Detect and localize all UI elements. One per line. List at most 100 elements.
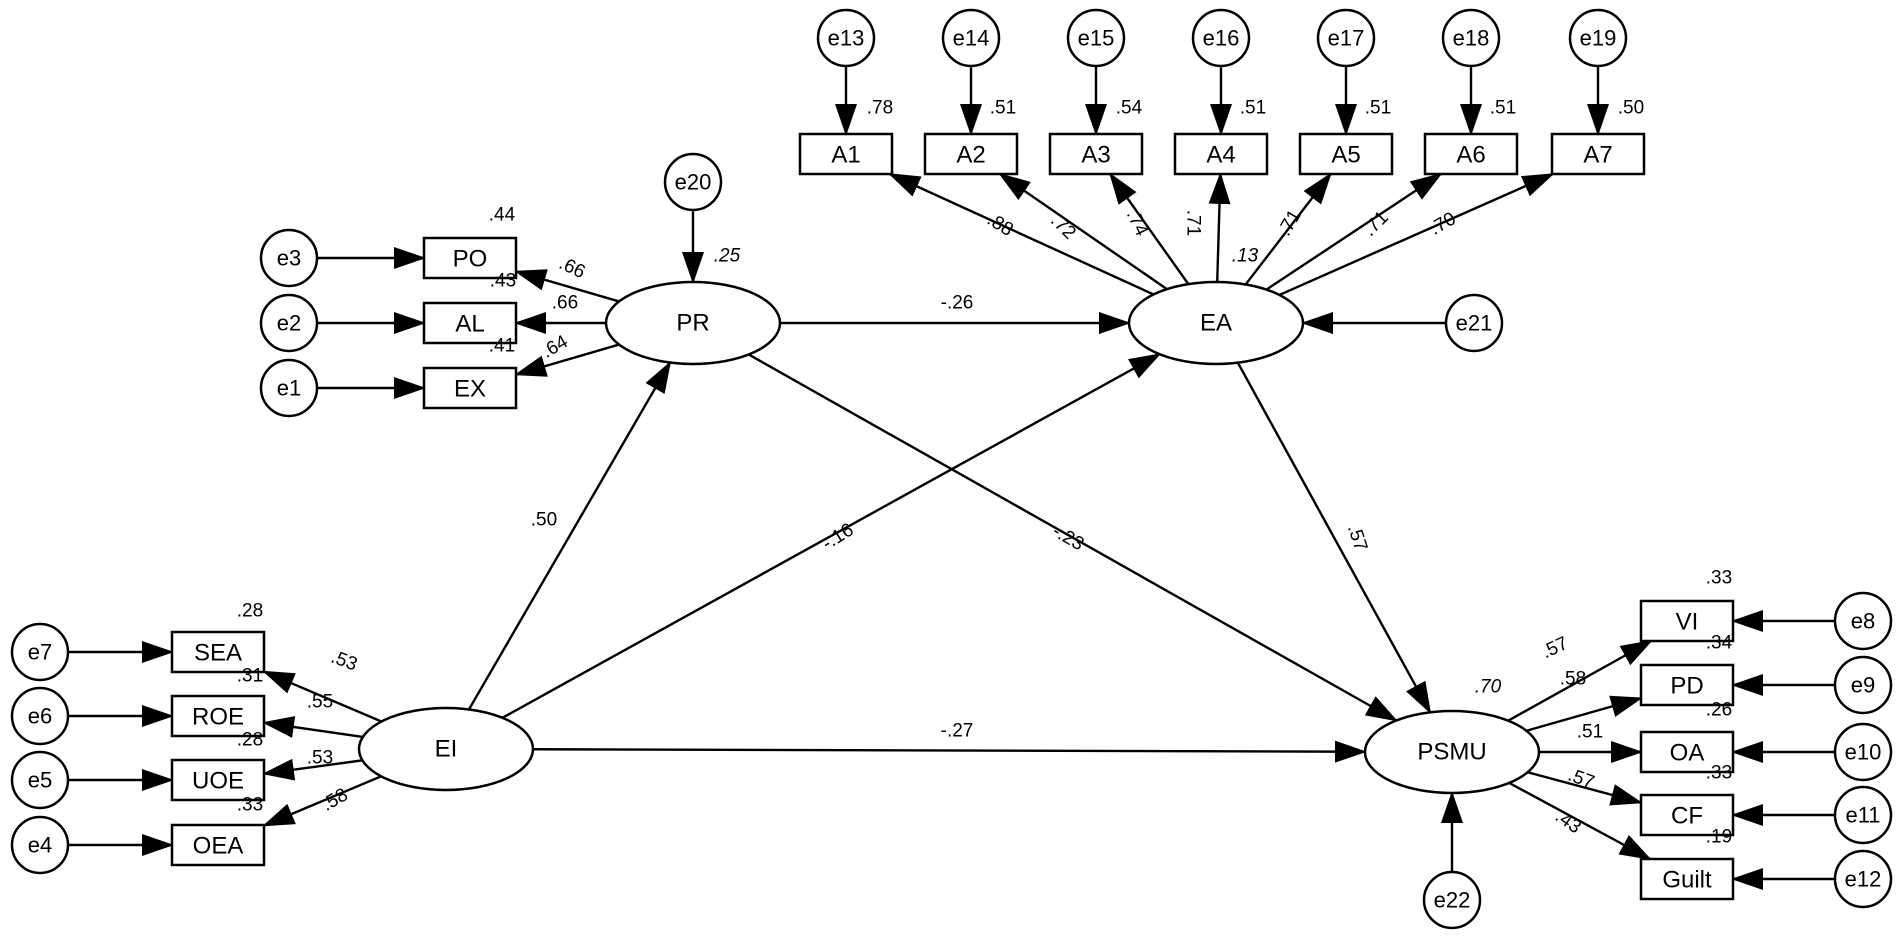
observed-a1: A1 xyxy=(798,132,894,176)
coef-ea-a4: .71 xyxy=(1183,210,1204,236)
coef-ei-pr: .50 xyxy=(531,510,557,531)
error-label: e10 xyxy=(1845,740,1882,765)
r2-value-ex: .41 xyxy=(489,336,515,357)
r2-value-pr: .25 xyxy=(714,246,741,267)
observed-al: AL xyxy=(422,301,518,345)
observed-box xyxy=(170,823,266,867)
path-arrow-ea-a3 xyxy=(1109,172,1190,285)
path-arrow-ei-roe xyxy=(262,716,364,739)
error-label: e19 xyxy=(1580,26,1617,51)
observed-label: EX xyxy=(454,376,486,403)
coef-ea-a3: .74 xyxy=(1122,207,1152,240)
latent-ea: EA xyxy=(1127,280,1305,366)
error-circle xyxy=(1316,8,1376,68)
error-circle xyxy=(816,8,876,68)
error-label: e22 xyxy=(1434,888,1471,913)
r2-value-sea: .28 xyxy=(237,601,263,622)
coef-ea-a2: .72 xyxy=(1046,210,1080,244)
error-e7: e7 xyxy=(10,622,70,682)
error-label: e8 xyxy=(1851,609,1875,634)
error-label: e15 xyxy=(1078,26,1115,51)
r2-value-uoe: .28 xyxy=(237,730,263,751)
observed-a6: A6 xyxy=(1423,132,1519,176)
observed-uoe: UOE xyxy=(170,758,266,802)
error-circle xyxy=(1422,870,1482,930)
error-circle xyxy=(1833,722,1893,782)
observed-label: A4 xyxy=(1206,142,1235,169)
error-circle xyxy=(10,686,70,746)
error-label: e11 xyxy=(1845,803,1880,828)
coef-ei-roe: .55 xyxy=(307,692,333,713)
path-arrow-ei-psmu xyxy=(532,740,1368,763)
coef-psmu-guilt: .43 xyxy=(1551,806,1585,838)
error-label: e2 xyxy=(277,311,301,336)
path-arrow-ea-psmu xyxy=(1236,362,1432,715)
error-e6: e6 xyxy=(10,686,70,746)
r2-value-a3: .54 xyxy=(1116,98,1143,119)
latent-ellipse xyxy=(1127,280,1305,366)
error-circle xyxy=(10,815,70,875)
r2-value-ea: .13 xyxy=(1232,246,1259,267)
latent-psmu: PSMU xyxy=(1363,709,1541,795)
observed-box xyxy=(923,132,1019,176)
error-e16: e16 xyxy=(1191,8,1251,68)
coef-psmu-pd: .58 xyxy=(1560,669,1586,690)
coef-ea-a7: .70 xyxy=(1426,208,1459,239)
observed-ex: EX xyxy=(422,366,518,410)
error-e9: e9 xyxy=(1833,655,1893,715)
coef-ei-sea: .53 xyxy=(328,647,360,676)
observed-label: OEA xyxy=(193,833,244,860)
coef-ea-psmu: .57 xyxy=(1343,522,1371,554)
r2-value-vi: .33 xyxy=(1706,568,1732,589)
observed-roe: ROE xyxy=(170,694,266,738)
error-e8: e8 xyxy=(1833,591,1893,651)
error-e1: e1 xyxy=(259,358,319,418)
observed-label: VI xyxy=(1676,609,1699,636)
error-circle xyxy=(1833,655,1893,715)
error-label: e7 xyxy=(28,640,52,665)
r2-value-po: .44 xyxy=(489,205,516,226)
coef-ei-uoe: .53 xyxy=(307,748,333,769)
observed-box xyxy=(1639,663,1735,707)
observed-box xyxy=(1550,132,1646,176)
observed-box xyxy=(422,236,518,280)
error-e19: e19 xyxy=(1568,8,1628,68)
error-e2: e2 xyxy=(259,293,319,353)
error-circle xyxy=(10,622,70,682)
observed-pd: PD xyxy=(1639,663,1735,707)
observed-box xyxy=(1048,132,1144,176)
observed-box xyxy=(170,694,266,738)
observed-label: A6 xyxy=(1456,142,1485,169)
observed-box xyxy=(170,758,266,802)
observed-box xyxy=(1639,730,1735,774)
error-circle xyxy=(259,293,319,353)
error-e22: e22 xyxy=(1422,870,1482,930)
path-arrow-ei-pr xyxy=(467,360,672,711)
path-arrow-ei-uoe xyxy=(262,758,363,781)
observed-cf: CF xyxy=(1639,793,1735,837)
error-circle xyxy=(259,358,319,418)
observed-label: A7 xyxy=(1583,142,1612,169)
r2-value-a4: .51 xyxy=(1240,98,1266,119)
coef-psmu-oa: .51 xyxy=(1577,722,1603,743)
error-e14: e14 xyxy=(941,8,1001,68)
observed-box xyxy=(1173,132,1269,176)
error-circle xyxy=(663,152,723,212)
r2-value-a1: .78 xyxy=(867,98,893,119)
error-label: e18 xyxy=(1453,26,1490,51)
error-e10: e10 xyxy=(1833,722,1893,782)
latent-pr: PR xyxy=(604,280,782,366)
error-label: e20 xyxy=(675,170,712,195)
error-label: e6 xyxy=(28,704,52,729)
latent-label: EI xyxy=(435,736,458,763)
observed-label: PO xyxy=(453,246,488,273)
r2-value-a7: .50 xyxy=(1618,98,1644,119)
error-label: e13 xyxy=(828,26,865,51)
r2-value-al: .43 xyxy=(490,271,516,292)
error-circle xyxy=(1066,8,1126,68)
r2-value-psmu: .70 xyxy=(1475,677,1502,698)
latent-ei: EI xyxy=(357,706,535,792)
latent-label: PSMU xyxy=(1417,739,1486,766)
error-circle xyxy=(1191,8,1251,68)
